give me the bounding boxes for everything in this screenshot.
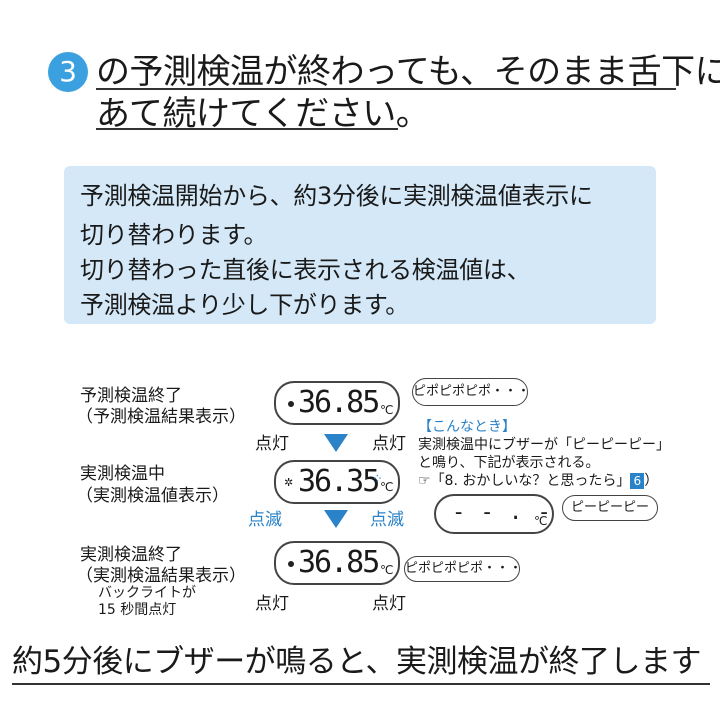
blink-icon: ⁘ [372, 472, 383, 487]
error-digits: - - . - - [452, 500, 581, 525]
state1-right-note: 点灯 [372, 434, 406, 454]
note-reference: ☞「8. おかしいな？と思ったら」6） [418, 470, 658, 490]
celsius-unit: ℃ [380, 403, 394, 417]
note-line-1: 実測検温中にブザーが「ピーピーピー」 [418, 437, 670, 453]
state1-left-note: 点灯 [255, 434, 289, 454]
lcd-digits: 36.85 [298, 545, 380, 580]
state3-label: 実測検温終了 [80, 545, 182, 565]
note-line-2: と鳴り、下記が表示される。 [418, 455, 600, 471]
left-indicator-dot [288, 401, 294, 407]
state2-right-note: 点滅 [370, 510, 404, 530]
bottom-underline [12, 683, 710, 685]
lcd-digits: 36.35 [298, 464, 380, 499]
hand-pointer-icon: ☞ [418, 473, 431, 489]
reference-number: 6 [630, 473, 645, 489]
reference-close: ） [644, 473, 659, 489]
step-number-badge: 3 [48, 52, 88, 92]
celsius-unit: ℃ [380, 480, 394, 494]
heading-line-2: あて続けてください。 [96, 94, 430, 134]
info-line-3: 切り替わった直後に表示される検温値は、 [80, 256, 531, 284]
backlight-icon: ✲ [284, 476, 294, 489]
state3-left-note: 点灯 [255, 594, 289, 614]
error-beep-bubble: ピーピーピー [562, 495, 658, 521]
celsius-unit: ℃ [534, 514, 548, 528]
state1-label: 予測検温終了 [80, 386, 182, 406]
error-lcd-display: - - . - - ℃ [434, 494, 579, 534]
state2-label: 実測検温中 [80, 464, 165, 484]
lcd-display-3: 36.85 ℃ [274, 541, 400, 585]
down-arrow-icon [324, 434, 348, 452]
heading-underline-2 [96, 128, 398, 130]
lcd-digits: 36.85 [298, 385, 380, 420]
info-line-2: 切り替わります。 [80, 221, 268, 249]
down-arrow-icon [324, 510, 348, 528]
state3-sublabel: （実測検温結果表示） [76, 566, 246, 586]
info-line-4: 予測検温より少し下がります。 [80, 291, 409, 319]
beep-bubble-1: ピポピポピポ・・・ [412, 378, 530, 406]
state2-sublabel: （実測検温値表示） [76, 486, 229, 506]
heading-line-1: の予測検温が終わっても、そのまま舌下に [96, 52, 720, 92]
state1-sublabel: （予測検温結果表示） [76, 407, 246, 427]
info-line-1: 予測検温開始から、約3分後に実測検温値表示に [80, 182, 593, 210]
note-title: 【こんなとき】 [418, 419, 516, 435]
lcd-display-1: 36.85 ℃ [274, 381, 400, 425]
reference-text: 「8. おかしいな？と思ったら」 [430, 473, 631, 489]
state3-right-note: 点灯 [372, 594, 406, 614]
celsius-unit: ℃ [380, 563, 394, 577]
state3-backlight-note-1: バックライトが [98, 585, 196, 601]
heading-underline-1 [96, 88, 676, 90]
lcd-display-2: ✲ 36.35 ⁘ ℃ [274, 460, 400, 504]
info-box [64, 166, 656, 324]
left-indicator-dot [288, 561, 294, 567]
state2-left-note: 点滅 [248, 510, 282, 530]
bottom-statement: 約5分後にブザーが鳴ると、実測検温が終了します [12, 644, 701, 680]
beep-bubble-3: ピポピポピポ・・・ [404, 556, 522, 582]
state3-backlight-note-2: 15 秒間点灯 [98, 602, 177, 618]
